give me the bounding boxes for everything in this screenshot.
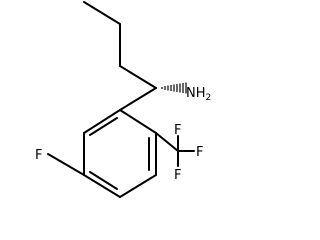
- cf3-fluorine-top-label: F: [174, 123, 181, 138]
- bond-stereocenter-ring: [119, 87, 157, 111]
- hashed-wedge-bond: [161, 82, 187, 94]
- bond-ch3-ch2: [83, 1, 121, 25]
- ring-double-bond: [89, 171, 118, 190]
- ring-bond: [119, 109, 157, 134]
- ring-bond: [83, 109, 121, 134]
- cf3-fluorine-bottom-label: F: [174, 168, 181, 183]
- ring-bond: [83, 174, 121, 198]
- ring-bond: [119, 174, 157, 198]
- bond-ring-f: [47, 153, 85, 176]
- cf3-fluorine-right-label: F: [196, 145, 203, 160]
- ring-fluorine-label: F: [35, 148, 42, 163]
- structure-diagram: NH2 F F F F: [35, 1, 211, 198]
- amine-label: NH2: [186, 86, 211, 103]
- ring-double-bond: [89, 117, 118, 136]
- bond-ch2-stereocenter: [119, 65, 157, 89]
- benzene-ring: [83, 109, 157, 198]
- bond-ring-cf3: [155, 132, 179, 152]
